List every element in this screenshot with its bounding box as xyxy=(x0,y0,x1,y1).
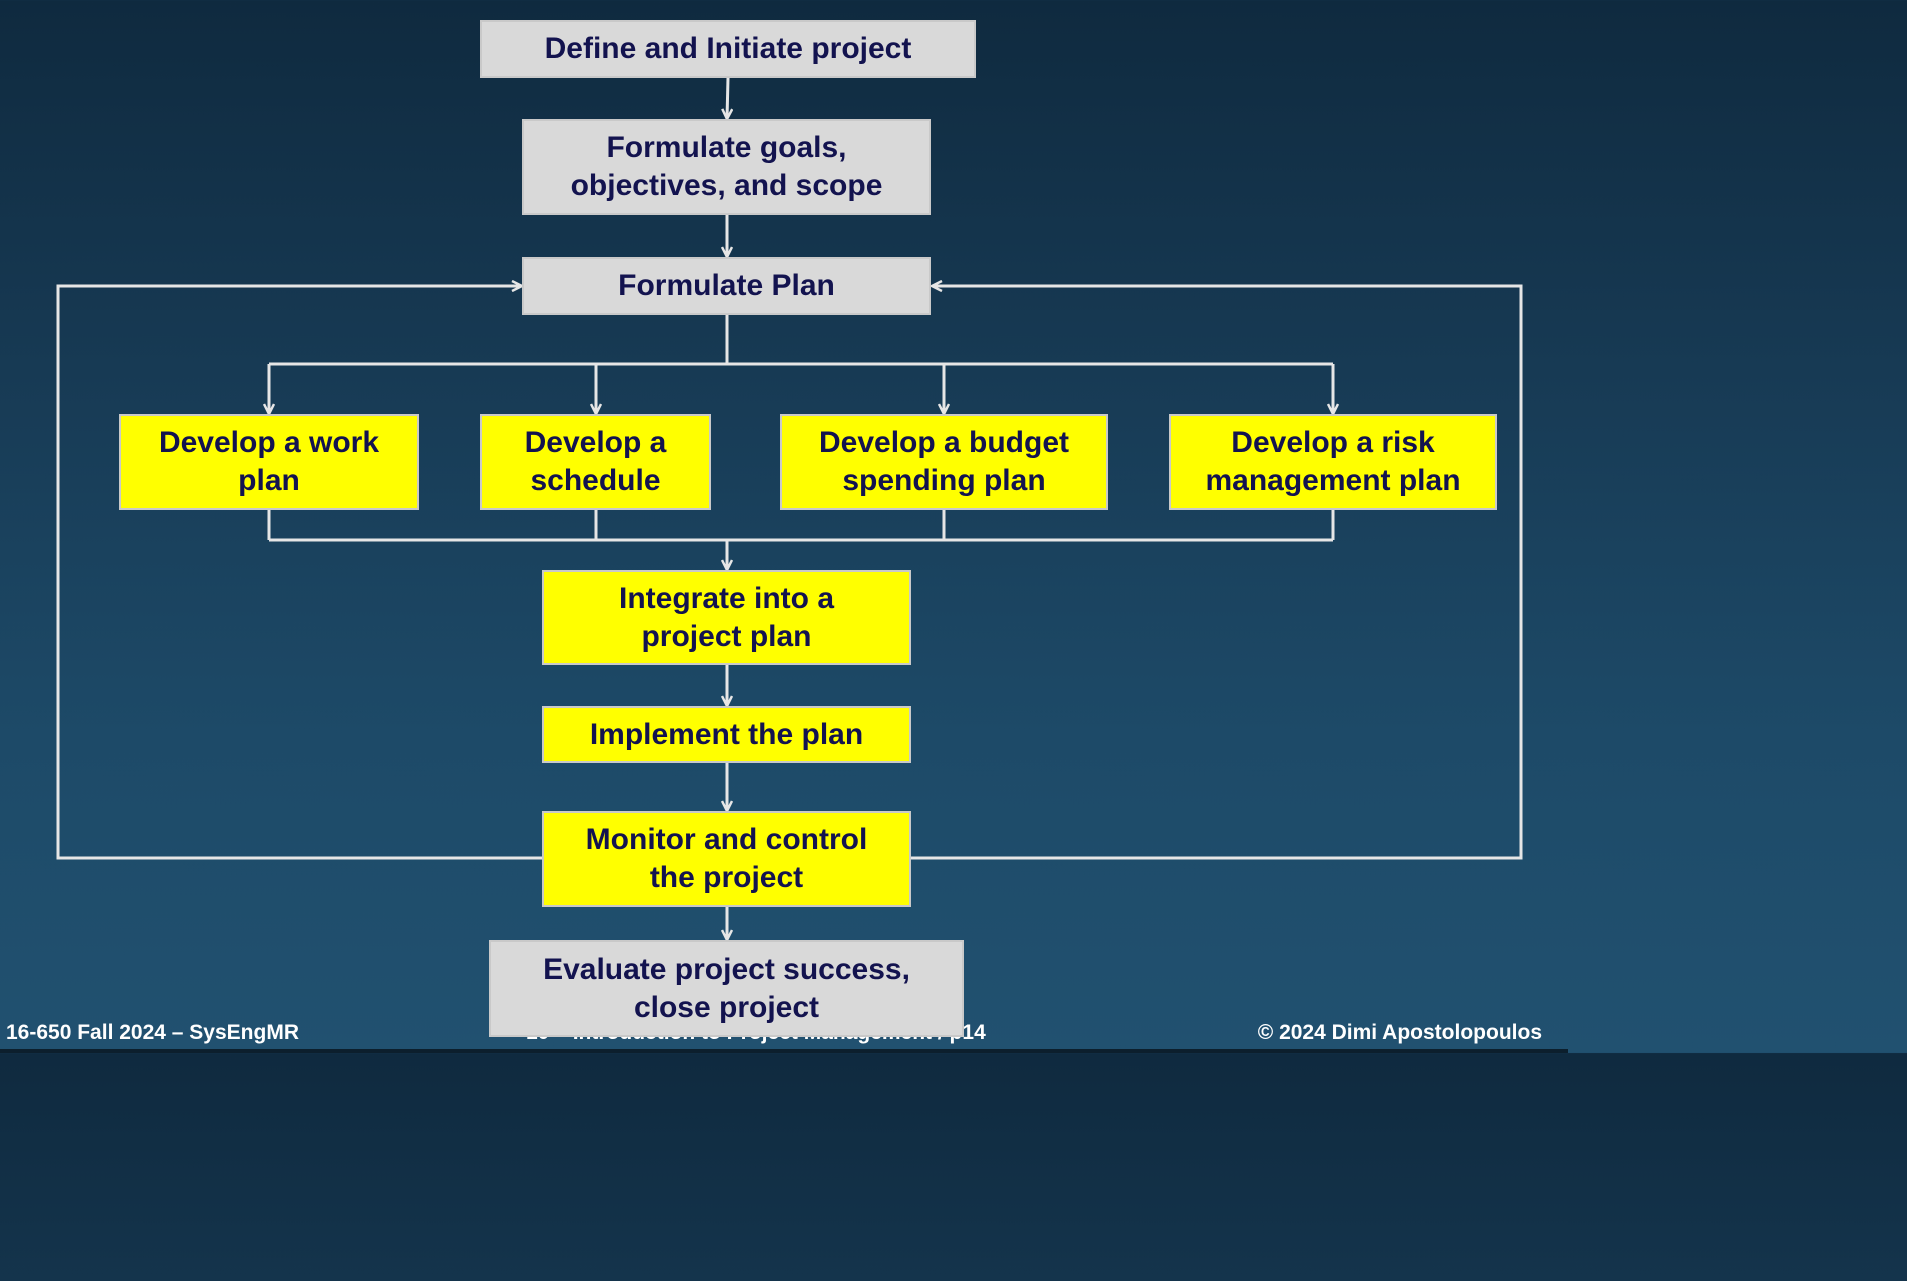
feedback-loop-right xyxy=(911,286,1523,860)
integrate-project-plan-box: Integrate into a project plan xyxy=(542,570,911,665)
develop-schedule-box: Develop a schedule xyxy=(480,414,711,510)
footer-copyright: © 2024 Dimi Apostolopoulos xyxy=(1257,1021,1542,1044)
develop-risk-plan-box: Develop a risk management plan xyxy=(1169,414,1497,510)
monitor-control-box: Monitor and control the project xyxy=(542,811,911,907)
formulate-plan-box: Formulate Plan xyxy=(522,257,931,315)
arrow-define-to-goals xyxy=(727,77,728,119)
develop-work-plan-box: Develop a work plan xyxy=(119,414,419,510)
develop-budget-plan-box: Develop a budget spending plan xyxy=(780,414,1108,510)
footer-course-label: 16-650 Fall 2024 – SysEngMR xyxy=(6,1021,299,1044)
bottom-edge-bar xyxy=(0,1049,1568,1053)
formulate-goals-box: Formulate goals, objectives, and scope xyxy=(522,119,931,215)
feedback-loop-left xyxy=(56,286,543,860)
implement-plan-box: Implement the plan xyxy=(542,706,911,763)
evaluate-close-project-box: Evaluate project success, close project xyxy=(489,940,964,1037)
flow-connectors xyxy=(56,77,1523,1053)
define-initiate-project-box: Define and Initiate project xyxy=(480,20,976,78)
